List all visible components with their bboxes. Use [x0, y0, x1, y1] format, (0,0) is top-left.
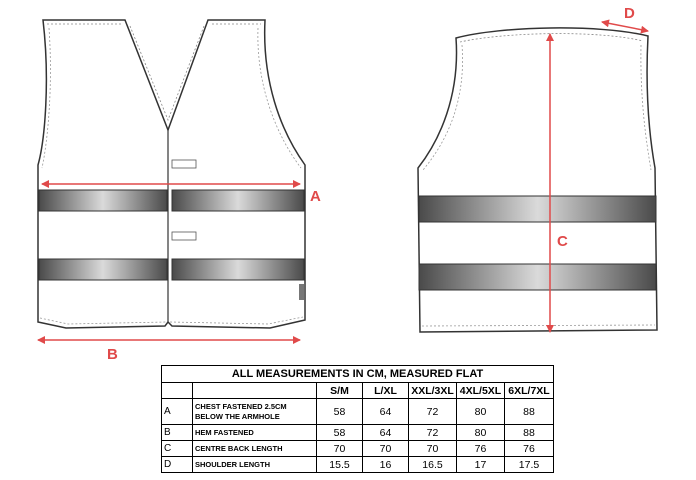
size-header: 6XL/7XL	[504, 382, 554, 399]
table-row: C CENTRE BACK LENGTH 70 70 70 76 76	[161, 440, 554, 457]
table-row: B HEM FASTENED 58 64 72 80 88	[161, 424, 554, 441]
back-reflective-stripe-upper	[418, 195, 657, 223]
table-title: ALL MEASUREMENTS IN CM, MEASURED FLAT	[161, 365, 554, 383]
size-chart-table: ALL MEASUREMENTS IN CM, MEASURED FLAT S/…	[161, 365, 554, 473]
measurement-cell: 72	[408, 424, 457, 441]
front-reflective-stripe-upper-left	[38, 189, 168, 212]
measurement-cell: 70	[316, 440, 363, 457]
measurement-cell: 17.5	[504, 456, 554, 473]
measurement-cell: 88	[504, 398, 554, 425]
measurement-cell: 15.5	[316, 456, 363, 473]
measurement-cell: 64	[362, 424, 409, 441]
front-reflective-stripe-lower-right	[171, 258, 305, 281]
row-description-line: CHEST FASTENED 2.5CM	[195, 401, 287, 411]
measurement-cell: 17	[456, 456, 505, 473]
vest-back-outline	[417, 27, 658, 333]
dimension-label-d: D	[624, 5, 635, 22]
measurement-cell: 80	[456, 424, 505, 441]
dimension-label-c: C	[557, 233, 568, 250]
back-reflective-stripe-lower	[418, 263, 657, 291]
front-reflective-stripe-upper-right	[171, 189, 305, 212]
front-reflective-stripe-lower-left	[38, 258, 168, 281]
measurement-cell: 76	[504, 440, 554, 457]
table-header-row: S/M L/XL XXL/3XL 4XL/5XL 6XL/7XL	[161, 382, 554, 399]
measurement-cell: 58	[316, 398, 363, 425]
table-title-row: ALL MEASUREMENTS IN CM, MEASURED FLAT	[161, 365, 554, 383]
vest-diagram: A B C D	[37, 5, 658, 360]
dimension-arrow-d	[601, 19, 649, 34]
row-code: B	[161, 424, 193, 441]
vest-front	[37, 19, 306, 329]
measurement-cell: 64	[362, 398, 409, 425]
measurement-cell: 88	[504, 424, 554, 441]
row-code: C	[161, 440, 193, 457]
measurement-cell: 70	[362, 440, 409, 457]
row-description-line: BELOW THE ARMHOLE	[195, 411, 280, 421]
row-description: HEM FASTENED	[192, 424, 317, 441]
vest-back	[417, 27, 658, 333]
row-description: SHOULDER LENGTH	[192, 456, 317, 473]
header-empty-desc	[192, 382, 317, 399]
front-closure-tab-upper	[171, 159, 197, 169]
size-header: S/M	[316, 382, 363, 399]
measurement-cell: 16	[362, 456, 409, 473]
front-side-label	[299, 284, 304, 300]
header-empty-code	[161, 382, 193, 399]
dimension-label-a: A	[310, 188, 321, 205]
vest-front-outline	[37, 19, 306, 329]
measurement-cell: 70	[408, 440, 457, 457]
size-header: XXL/3XL	[408, 382, 457, 399]
measurement-cell: 72	[408, 398, 457, 425]
measurement-cell: 76	[456, 440, 505, 457]
measurement-cell: 16.5	[408, 456, 457, 473]
size-header: 4XL/5XL	[456, 382, 505, 399]
row-code: D	[161, 456, 193, 473]
dimension-label-b: B	[107, 346, 118, 360]
size-header: L/XL	[362, 382, 409, 399]
front-closure-tab-lower	[171, 231, 197, 241]
row-description: CENTRE BACK LENGTH	[192, 440, 317, 457]
measurement-cell: 58	[316, 424, 363, 441]
measurement-cell: 80	[456, 398, 505, 425]
table-row: D SHOULDER LENGTH 15.5 16 16.5 17 17.5	[161, 456, 554, 473]
row-code: A	[161, 398, 193, 425]
